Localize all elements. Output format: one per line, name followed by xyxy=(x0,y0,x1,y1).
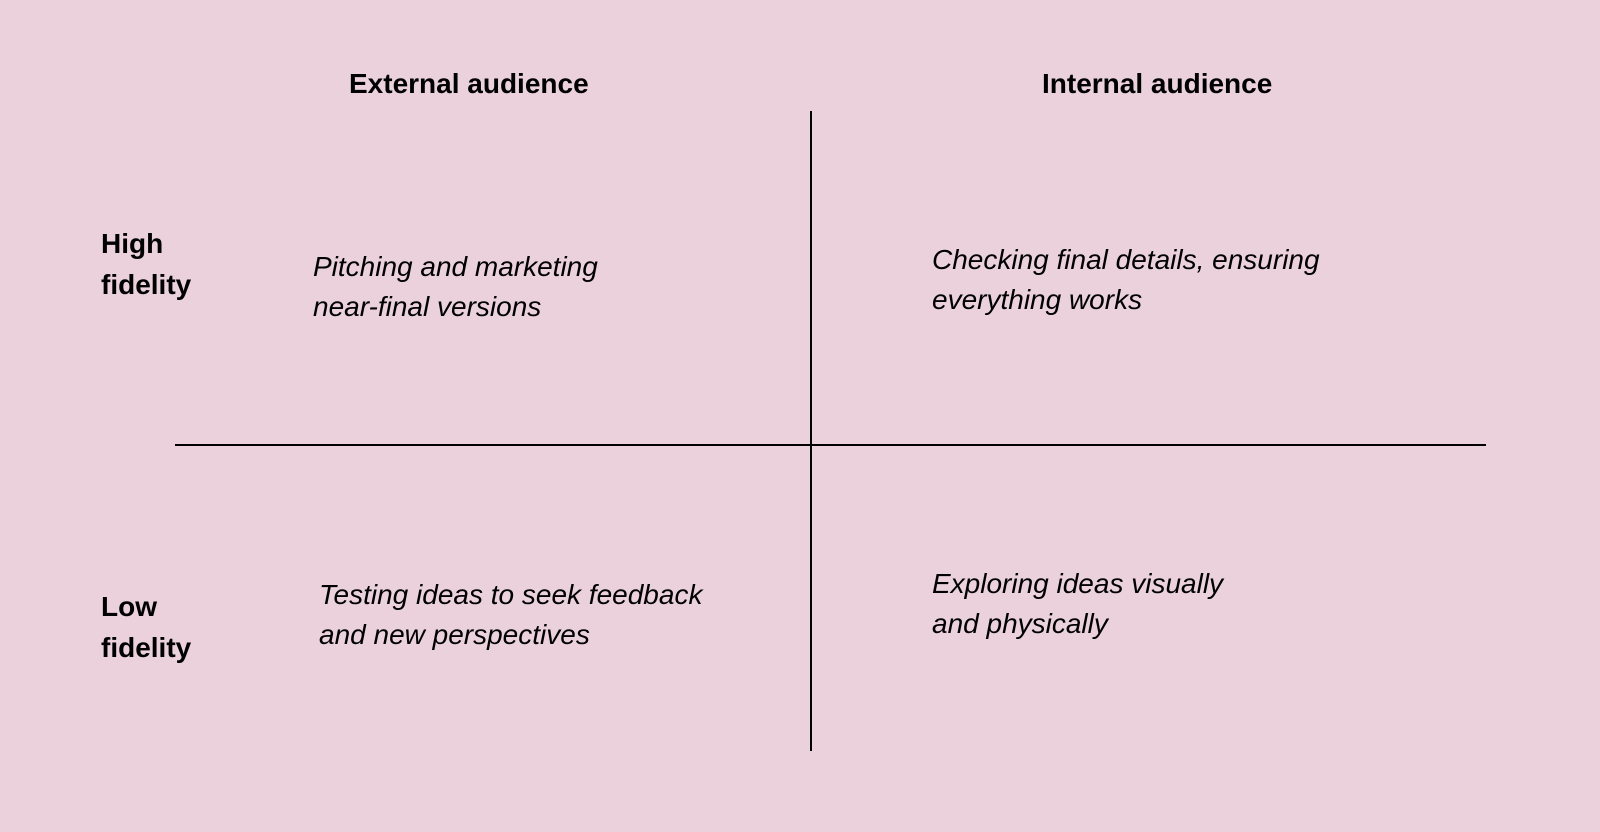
quadrant-external-low-line-1: Testing ideas to seek feedback xyxy=(319,579,703,610)
quadrant-external-high-text: Pitching and marketing near-final versio… xyxy=(313,247,598,327)
quadrant-internal-high-text: Checking final details, ensuring everyth… xyxy=(932,240,1320,320)
quadrant-external-low-line-2: and new perspectives xyxy=(319,619,590,650)
quadrant-internal-low-line-2: and physically xyxy=(932,608,1108,639)
quadrant-internal-high-line-2: everything works xyxy=(932,284,1143,315)
row-label-high-fidelity: High fidelity xyxy=(101,223,191,305)
quadrant-internal-low-text: Exploring ideas visually and physically xyxy=(932,564,1223,644)
quadrant-external-high-line-2: near-final versions xyxy=(313,291,542,322)
column-header-internal-audience: Internal audience xyxy=(1042,68,1273,99)
row-label-high-line-2: fidelity xyxy=(101,269,192,300)
quadrant-external-low-text: Testing ideas to seek feedback and new p… xyxy=(319,575,702,655)
row-label-high-line-1: High xyxy=(101,228,164,259)
quadrant-external-high-line-1: Pitching and marketing xyxy=(313,251,598,282)
vertical-axis-line xyxy=(810,111,812,751)
quadrant-internal-high-line-1: Checking final details, ensuring xyxy=(932,244,1320,275)
horizontal-axis-line xyxy=(175,444,1486,446)
column-header-external-audience: External audience xyxy=(349,68,589,99)
row-label-low-fidelity: Low fidelity xyxy=(101,586,191,668)
quadrant-internal-low-line-1: Exploring ideas visually xyxy=(932,568,1224,599)
row-label-low-line-1: Low xyxy=(101,591,157,622)
row-label-low-line-2: fidelity xyxy=(101,632,192,663)
